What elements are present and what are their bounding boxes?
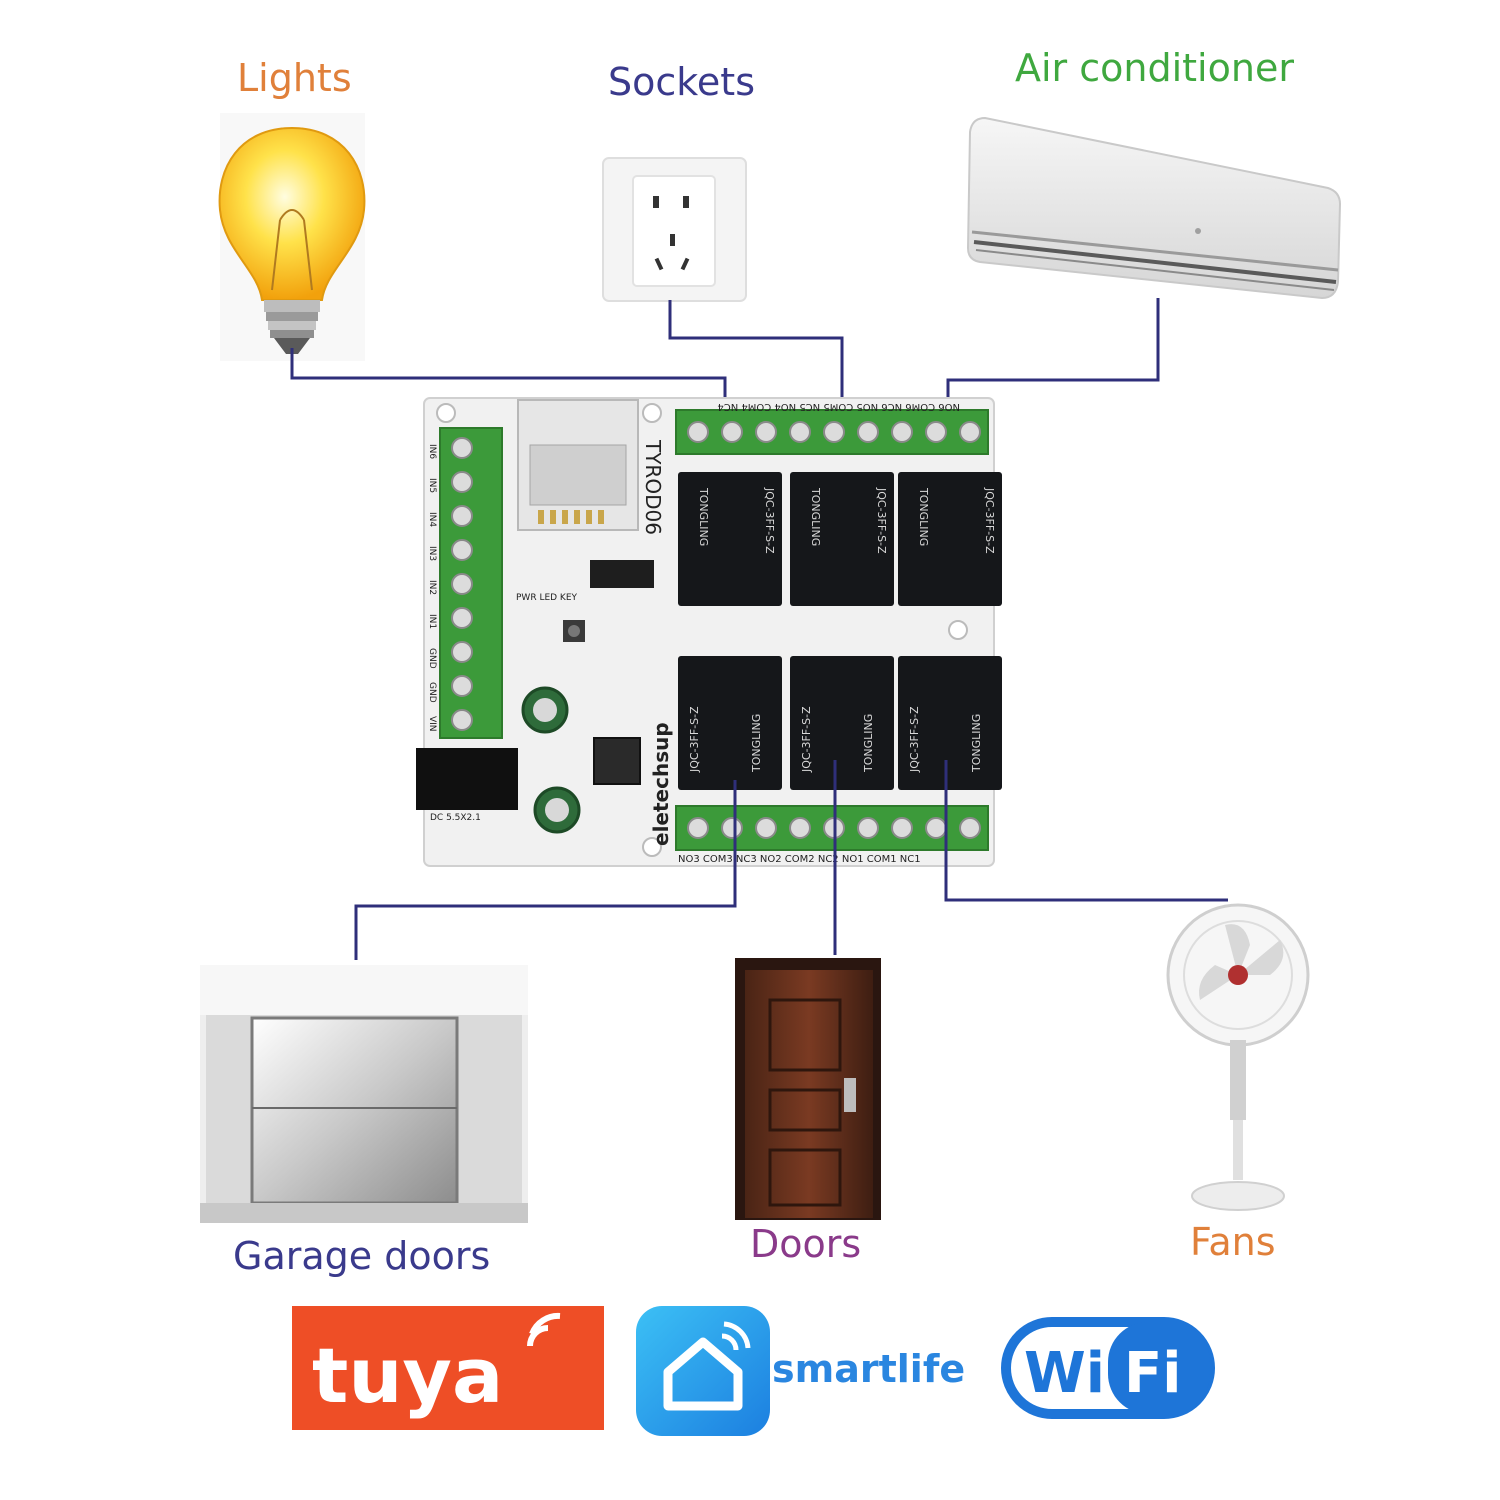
- smartlife-logo-text: smartlife: [772, 1347, 965, 1391]
- relay-label: TONGLING: [750, 714, 763, 773]
- relay-label: TONGLING: [970, 714, 983, 773]
- board-model: TYROD06: [641, 439, 665, 535]
- relay-model: JQC-3FF-S-Z: [875, 487, 888, 554]
- light-bulb-icon: [218, 113, 366, 361]
- relay-markings: TONGLING TONGLING TONGLING JQC-3FF-S-Z J…: [688, 487, 996, 773]
- garage-door-icon: [200, 965, 528, 1223]
- tuya-logo: tuya: [292, 1306, 604, 1430]
- air-conditioner-icon: [966, 116, 1342, 300]
- socket-icon: [602, 157, 747, 302]
- side-terminal-label: IN4: [427, 512, 437, 527]
- side-terminal-label: GND: [427, 648, 437, 669]
- wifi-logo: Wi Fi: [1001, 1317, 1215, 1419]
- top-terminal-labels: NO6 COM6 NC6 NO5 COM5 NC5 NO4 COM4 NC4: [717, 401, 960, 412]
- lights-label: Lights: [237, 56, 352, 100]
- wifi-logo-text-right: Fi: [1124, 1341, 1181, 1406]
- side-terminal-label: IN2: [427, 580, 437, 595]
- power-jack-label: DC 5.5X2.1: [430, 813, 481, 823]
- leds-label: PWR LED KEY: [516, 593, 578, 603]
- side-terminal-label: IN6: [427, 444, 437, 459]
- garage-doors-label: Garage doors: [233, 1234, 491, 1278]
- relay-model: JQC-3FF-S-Z: [800, 706, 813, 773]
- relay-model: JQC-3FF-S-Z: [763, 487, 776, 554]
- relay-model: JQC-3FF-S-Z: [908, 706, 921, 773]
- smartlife-logo: smartlife: [636, 1306, 965, 1436]
- air-conditioner-label: Air conditioner: [1015, 46, 1294, 90]
- side-terminal-label: VIN: [427, 716, 437, 732]
- wifi-logo-text-left: Wi: [1024, 1341, 1105, 1406]
- tuya-logo-text: tuya: [312, 1331, 503, 1420]
- relay-board: [416, 397, 1002, 867]
- fan-icon: [1166, 903, 1310, 1211]
- top-terminal-screws: [687, 421, 981, 443]
- bottom-terminal-labels: NO3 COM3 NC3 NO2 COM2 NC2 NO1 COM1 NC1: [678, 854, 921, 865]
- relay-model: JQC-3FF-S-Z: [688, 706, 701, 773]
- relay-label: TONGLING: [809, 487, 822, 546]
- side-terminal-label: IN5: [427, 478, 437, 493]
- doors-label: Doors: [750, 1222, 862, 1266]
- relay-label: TONGLING: [917, 487, 930, 546]
- side-terminal-label: GND: [427, 682, 437, 703]
- relay-label: TONGLING: [862, 714, 875, 773]
- board-text: TYROD06 eletechsup NO6 COM6 NC6 NO5 COM5…: [427, 401, 960, 865]
- board-brand: eletechsup: [649, 722, 673, 846]
- relay-label: TONGLING: [697, 487, 710, 546]
- fans-label: Fans: [1190, 1220, 1276, 1264]
- side-terminal-label: IN1: [427, 614, 437, 629]
- side-terminal-screws: [451, 437, 473, 731]
- wires-bottom: [354, 760, 1228, 960]
- relay-model: JQC-3FF-S-Z: [983, 487, 996, 554]
- side-terminal-label: IN3: [427, 546, 437, 561]
- door-icon: [735, 958, 881, 1220]
- sockets-label: Sockets: [608, 60, 755, 104]
